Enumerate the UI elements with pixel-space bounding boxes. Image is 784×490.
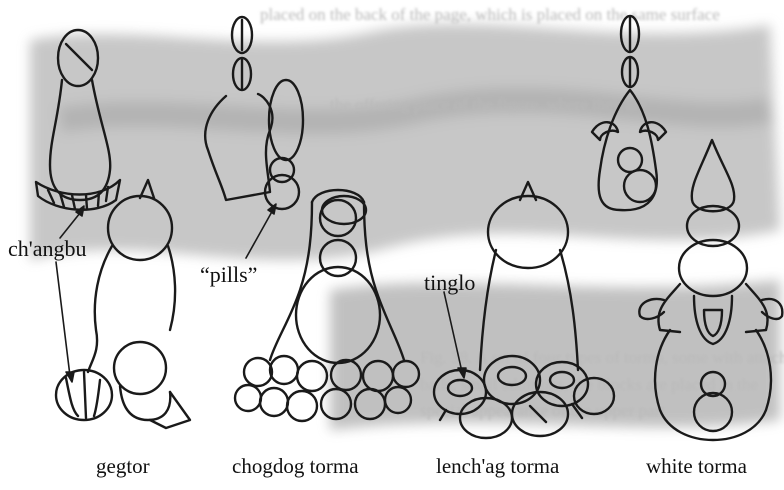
chogdog-torma [205, 17, 419, 421]
lenchag-torma [434, 182, 614, 438]
caption-white-torma: white torma [646, 454, 747, 479]
caption-gegtor: gegtor [96, 454, 150, 479]
changbu-label: ch'angbu [8, 236, 87, 262]
gegtor-torma [36, 30, 190, 428]
pills-label: “pills” [200, 262, 257, 288]
white-torma [592, 16, 782, 440]
caption-lenchag-torma: lench'ag torma [436, 454, 559, 479]
tinglo-label: tinglo [424, 270, 475, 296]
caption-chogdog-torma: chogdog torma [232, 454, 359, 479]
